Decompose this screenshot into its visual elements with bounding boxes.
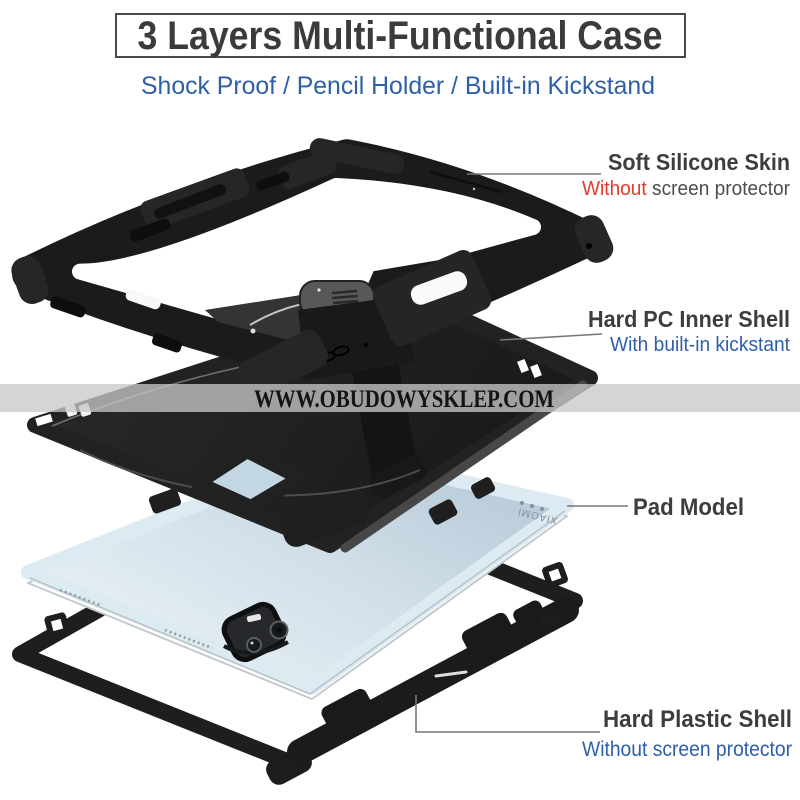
svg-text:Soft Silicone Skin: Soft Silicone Skin — [608, 149, 790, 175]
svg-text:Hard PC Inner Shell: Hard PC Inner Shell — [588, 306, 790, 332]
svg-text:3 Layers Multi-Functional Case: 3 Layers Multi-Functional Case — [138, 14, 663, 58]
svg-text:Without screen protector: Without screen protector — [582, 178, 790, 200]
svg-text:Pad Model: Pad Model — [633, 494, 744, 521]
svg-text:Hard Plastic Shell: Hard Plastic Shell — [603, 706, 792, 733]
svg-text:Shock Proof / Pencil Holder /: Shock Proof / Pencil Holder / Built-in K… — [141, 72, 655, 100]
svg-text:Without screen protector: Without screen protector — [582, 738, 792, 761]
svg-text:With built-in kickstant: With built-in kickstant — [610, 334, 790, 356]
svg-text:WWW.OBUDOWYSKLEP.COM: WWW.OBUDOWYSKLEP.COM — [254, 386, 554, 413]
